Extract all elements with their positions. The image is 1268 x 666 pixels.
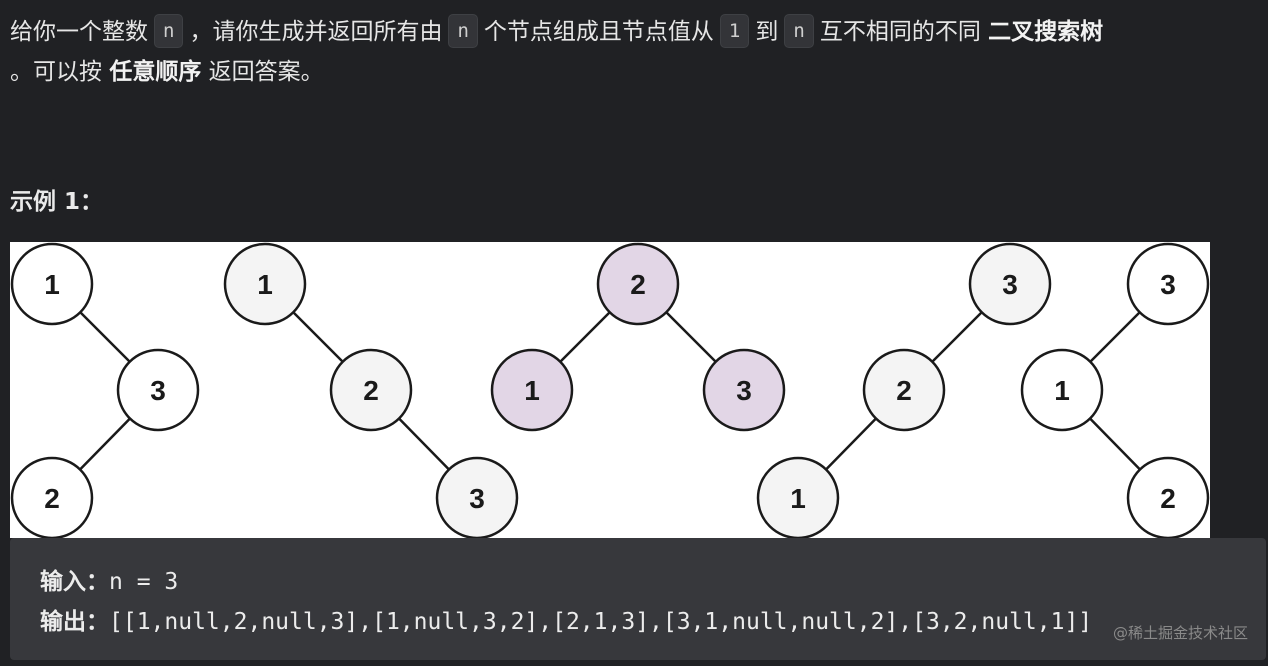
- tree-edge: [665, 311, 717, 363]
- tree-edge: [79, 417, 131, 471]
- inline-code-n: n: [784, 14, 814, 48]
- bst-trees-svg: 1 3 2 1 2 3 2 1 3 3 2 1 3 1 2: [10, 242, 1210, 538]
- tree-node-label: 1: [1054, 375, 1070, 406]
- desc-text: 互不相同的不同: [819, 19, 981, 45]
- tree-edge: [1089, 311, 1141, 363]
- output-label: 输出：: [40, 609, 109, 635]
- tree-node-label: 2: [363, 375, 379, 406]
- tree-node: [596, 242, 680, 326]
- tree-edge: [398, 417, 450, 471]
- tree-node-label: 2: [896, 375, 912, 406]
- tree-edge: [1089, 417, 1141, 471]
- tree-node: [329, 348, 413, 432]
- bold-term-bst: 二叉搜索树: [988, 19, 1104, 45]
- tree-edge: [931, 311, 983, 363]
- tree-node-label: 3: [1160, 269, 1176, 300]
- tree-node: [1020, 348, 1104, 432]
- tree-edge: [292, 311, 344, 363]
- tree-node: [968, 242, 1052, 326]
- tree-node-label: 2: [630, 269, 646, 300]
- inline-code-n: n: [154, 14, 184, 48]
- tree-edge: [559, 311, 611, 363]
- tree-node-label: 1: [44, 269, 60, 300]
- tree-node-label: 1: [257, 269, 273, 300]
- bold-term-any-order: 任意顺序: [109, 59, 202, 85]
- tree-edge: [825, 417, 877, 471]
- desc-text: 。可以按: [10, 59, 102, 85]
- tree-node-label: 3: [1002, 269, 1018, 300]
- tree-node: [756, 456, 840, 538]
- example-output: 输出：[[1,null,2,null,3],[1,null,3,2],[2,1,…: [40, 602, 1092, 636]
- tree-node: [10, 456, 94, 538]
- bst-diagram: 1 3 2 1 2 3 2 1 3 3 2 1 3 1 2: [10, 242, 1210, 538]
- tree-node-label: 2: [1160, 483, 1176, 514]
- output-value: [[1,null,2,null,3],[1,null,3,2],[2,1,3],…: [109, 609, 1093, 635]
- tree-node: [1126, 242, 1210, 326]
- tree-node: [435, 456, 519, 538]
- example-input: 输入：n = 3: [40, 562, 178, 596]
- tree-node: [10, 242, 94, 326]
- tree-node-label: 3: [469, 483, 485, 514]
- tree-node: [490, 348, 574, 432]
- desc-text: ，请你生成并返回所有由: [189, 19, 443, 45]
- tree-node-label: 3: [736, 375, 752, 406]
- bst-tree-4: 3 2 1: [756, 242, 1052, 538]
- desc-text: 返回答案。: [208, 59, 324, 85]
- tree-node-label: 3: [150, 375, 166, 406]
- tree-node-label: 2: [44, 483, 60, 514]
- input-value: n = 3: [109, 569, 179, 595]
- tree-edge: [79, 311, 131, 363]
- bst-tree-2: 1 2 3: [223, 242, 519, 538]
- tree-node: [1126, 456, 1210, 538]
- bst-tree-1: 1 3 2: [10, 242, 200, 538]
- example-io-box: 输入：n = 3 输出：[[1,null,2,null,3],[1,null,3…: [10, 538, 1266, 660]
- desc-text: 个节点组成且节点值从: [483, 19, 714, 45]
- example-heading: 示例 1：: [10, 189, 104, 215]
- desc-text: 到: [755, 19, 779, 45]
- watermark: @稀土掘金技术社区: [1112, 624, 1248, 642]
- tree-node: [862, 348, 946, 432]
- tree-node-label: 1: [790, 483, 806, 514]
- tree-node: [702, 348, 786, 432]
- inline-code-n: n: [448, 14, 478, 48]
- input-label: 输入：: [40, 569, 109, 595]
- tree-node: [223, 242, 307, 326]
- tree-node: [116, 348, 200, 432]
- desc-text: 给你一个整数: [10, 19, 148, 45]
- bst-tree-5: 3 1 2: [1020, 242, 1210, 538]
- bst-tree-3: 2 1 3: [490, 242, 786, 432]
- tree-node-label: 1: [524, 375, 540, 406]
- inline-code-1: 1: [719, 14, 750, 48]
